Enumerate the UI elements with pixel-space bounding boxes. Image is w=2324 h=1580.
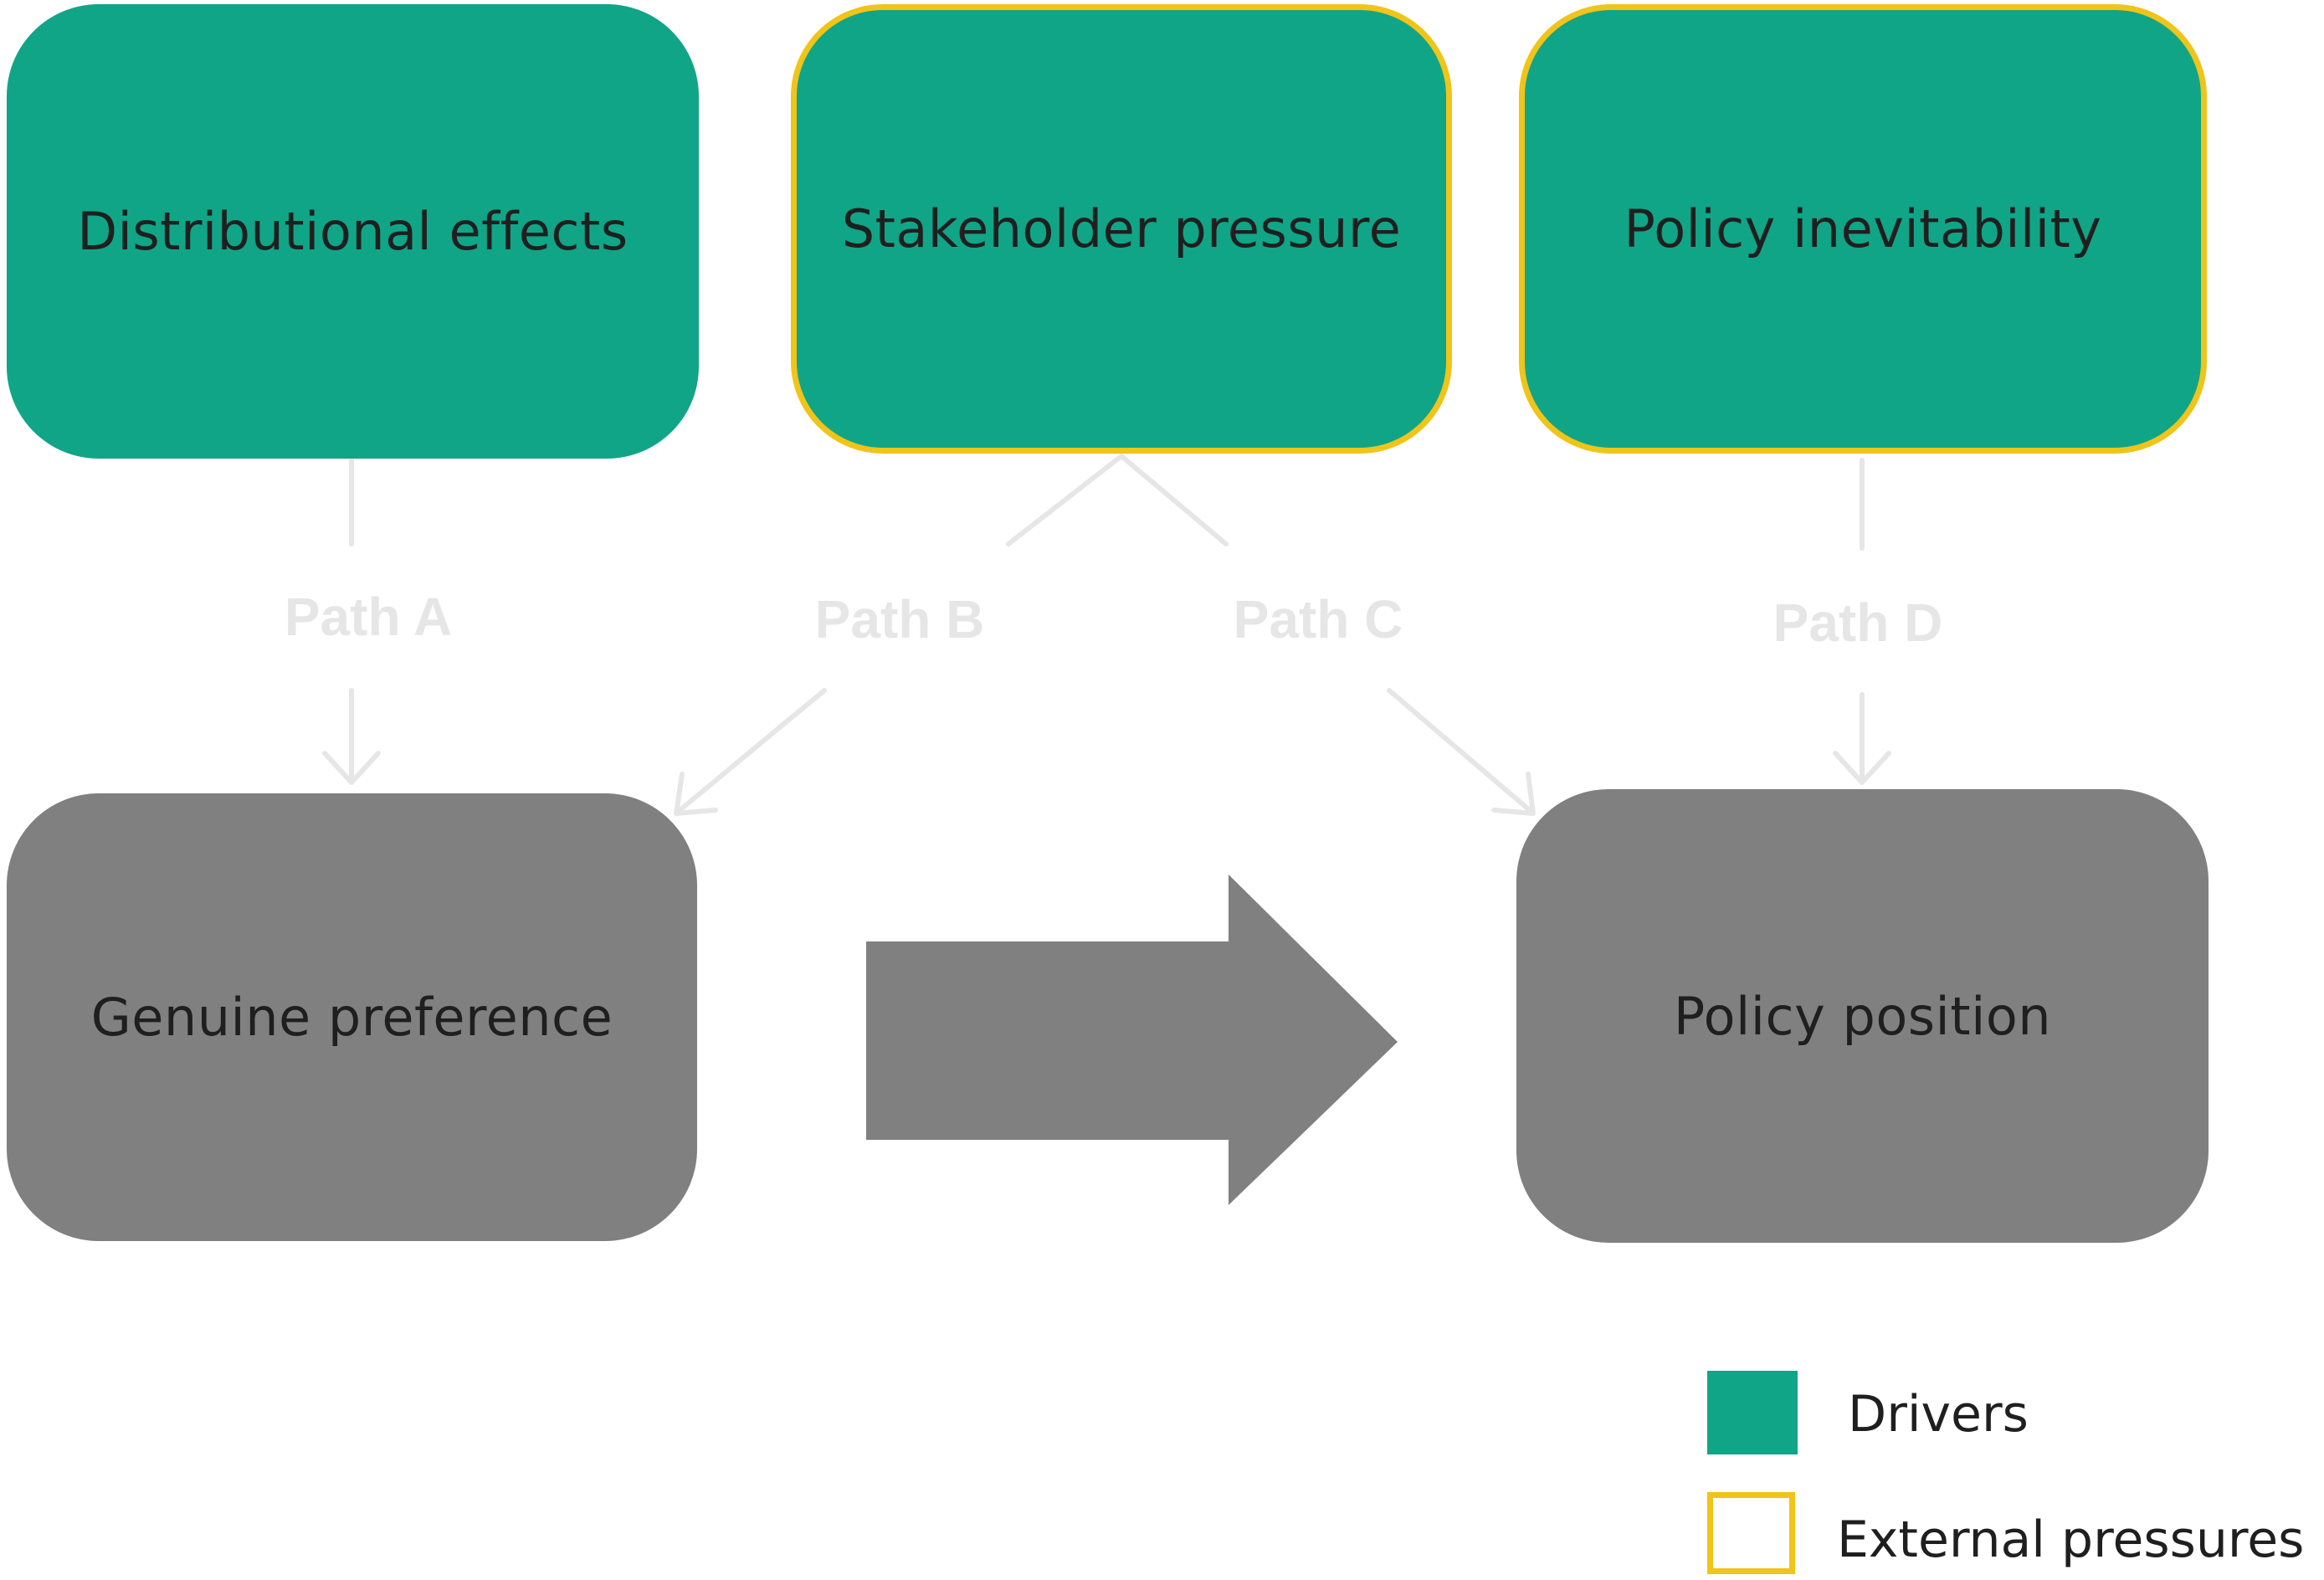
legend-drivers-label: Drivers (1848, 1385, 2029, 1444)
outcome-policy-position-label: Policy position (1673, 985, 2052, 1047)
path-d-label: Path D (1772, 592, 1943, 653)
path-a-arrowhead (322, 751, 381, 785)
path-c-line-top (1119, 454, 1229, 546)
path-a-label: Path A (284, 587, 453, 647)
outcome-genuine-preference: Genuine preference (7, 793, 697, 1241)
path-c-line-bottom (1387, 688, 1534, 814)
path-c-arrowhead (1491, 772, 1536, 816)
path-b-label: Path B (814, 589, 985, 649)
driver-policy-inevitability-label: Policy inevitability (1624, 198, 2102, 259)
right-arrow-icon (866, 875, 1398, 1205)
legend-drivers-swatch (1707, 1371, 1798, 1454)
path-d-arrowhead (1833, 751, 1891, 785)
path-b-arrowhead (674, 772, 718, 816)
legend-external-swatch (1707, 1492, 1795, 1574)
outcome-policy-position: Policy position (1516, 789, 2209, 1243)
driver-stakeholder-pressure-label: Stakeholder pressure (841, 198, 1402, 259)
driver-policy-inevitability: Policy inevitability (1519, 4, 2207, 454)
outcome-genuine-preference-label: Genuine preference (90, 987, 613, 1048)
path-c-label: Path C (1233, 589, 1403, 649)
driver-distributional-effects-label: Distributional effects (77, 201, 628, 262)
path-b-line-bottom (675, 688, 827, 814)
driver-stakeholder-pressure: Stakeholder pressure (791, 4, 1452, 454)
legend-external-label: External pressures (1837, 1511, 2305, 1569)
path-b-line-top (1006, 454, 1124, 546)
driver-distributional-effects: Distributional effects (7, 4, 699, 459)
